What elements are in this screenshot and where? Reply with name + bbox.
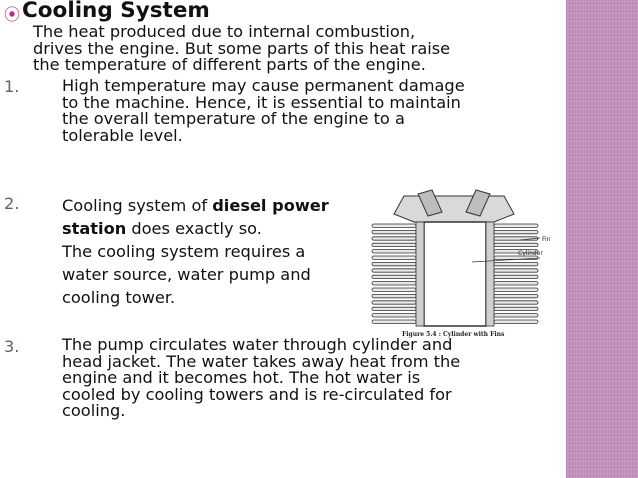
- list-item-text: does exactly so.: [126, 219, 262, 238]
- cooling-fin: [371, 268, 417, 273]
- cooling-fin: [493, 230, 539, 235]
- cooling-fins: [371, 223, 539, 324]
- cylinder-wall-left: [415, 221, 425, 327]
- list-number: 1.: [4, 77, 20, 96]
- list-item: Cooling system of diesel power station d…: [62, 194, 329, 309]
- list-item-line: tolerable level.: [62, 125, 183, 145]
- cooling-fin: [371, 306, 417, 311]
- figure-caption: Figure 5.4 : Cylinder with Fins: [402, 331, 505, 338]
- cooling-fin: [493, 294, 539, 299]
- cooling-fin: [493, 236, 539, 241]
- slide-heading: Cooling System: [22, 0, 210, 23]
- intro-line: The heat produced due to internal combus…: [33, 22, 416, 41]
- cooling-fin: [493, 262, 539, 267]
- intro-paragraph: The heat produced due to internal combus…: [33, 22, 451, 74]
- cooling-fin: [371, 236, 417, 241]
- cooling-fin: [371, 230, 417, 235]
- list-item-line: cooled by cooling towers and is re-circu…: [62, 384, 452, 404]
- cooling-fin: [371, 274, 417, 279]
- cooling-fin: [493, 281, 539, 286]
- cooling-fin: [371, 300, 417, 305]
- circle-dot-icon: ⦿: [4, 5, 21, 24]
- cylinder-with-fins-figure: Fin Cylinder Figure 5.4 : Cylinder with …: [371, 189, 551, 338]
- list-item-line: the overall temperature of the engine to…: [62, 109, 405, 128]
- cylinder-label: Cylinder: [518, 250, 543, 257]
- cooling-fin: [371, 242, 417, 248]
- list-item: High temperature may cause permanent dam…: [62, 76, 465, 145]
- cooling-fin: [493, 242, 539, 248]
- list-item-line: station does exactly so.: [62, 217, 329, 240]
- cooling-fin: [371, 255, 417, 260]
- list-item-text: Cooling system of: [62, 196, 213, 215]
- list-item-line: to the machine. Hence, it is essential t…: [62, 92, 461, 112]
- list-item-line: cooling tower.: [62, 288, 176, 307]
- cooling-fin: [371, 287, 417, 292]
- cooling-fin: [493, 306, 539, 311]
- cooling-fin: [493, 274, 539, 279]
- list-item-line: Cooling system of diesel power: [62, 194, 329, 217]
- cylinder-head: [393, 195, 515, 223]
- cooling-fin: [371, 319, 417, 324]
- cooling-fin: [371, 262, 417, 267]
- list-number: 2.: [4, 194, 20, 213]
- list-item-line: head jacket. The water takes away heat f…: [62, 351, 461, 371]
- cooling-fin: [371, 281, 417, 286]
- cooling-fin: [493, 319, 539, 324]
- cylinder-wall-right: [485, 221, 495, 327]
- bold-term: station: [62, 219, 127, 238]
- cooling-fin: [493, 313, 539, 318]
- cylinder-leader-line: [471, 257, 541, 263]
- cooling-fin: [371, 223, 417, 228]
- bold-term: diesel power: [212, 196, 329, 215]
- list-item-line: The pump circulates water through cylind…: [62, 335, 453, 354]
- valve-right: [465, 189, 491, 217]
- list-item-line: water source, water pump and: [62, 265, 311, 284]
- cooling-fin: [493, 300, 539, 305]
- intro-line: drives the engine. But some parts of thi…: [33, 38, 451, 58]
- cooling-fin: [371, 313, 417, 318]
- cooling-fin: [371, 249, 417, 254]
- list-item-line: cooling.: [62, 401, 126, 420]
- cylinder-bore: [423, 221, 487, 327]
- cooling-fin: [371, 294, 417, 299]
- list-number: 3.: [4, 337, 20, 356]
- intro-line: the temperature of different parts of th…: [33, 55, 426, 74]
- fin-leader-line: [519, 237, 541, 241]
- cooling-fin: [493, 268, 539, 273]
- list-item: The pump circulates water through cylind…: [62, 335, 461, 420]
- list-item-line: The cooling system requires a: [62, 242, 306, 261]
- cooling-fin: [493, 223, 539, 228]
- fin-label: Fin: [542, 236, 551, 243]
- list-item-line: High temperature may cause permanent dam…: [62, 76, 465, 95]
- list-item-line: engine and it becomes hot. The hot water…: [62, 368, 421, 387]
- valve-left: [417, 189, 443, 217]
- cooling-fin: [493, 287, 539, 292]
- decorative-sidebar: [566, 0, 638, 478]
